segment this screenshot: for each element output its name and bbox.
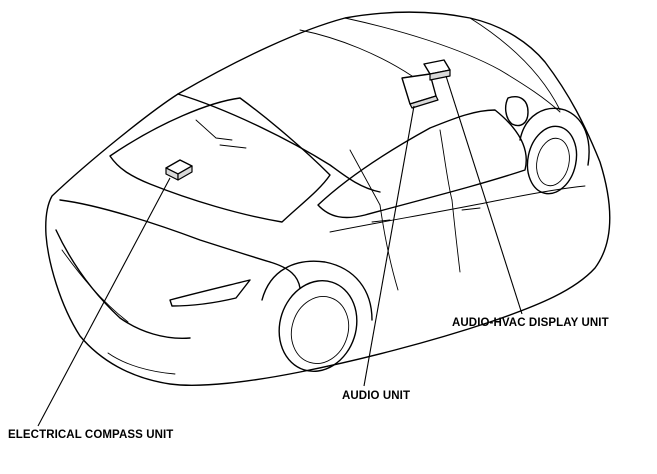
leader-audio-unit [363, 105, 415, 387]
audio-unit-component [401, 73, 439, 109]
audio-unit-label: AUDIO UNIT [342, 390, 411, 402]
audio-hvac-display-unit-component [423, 59, 451, 81]
leader-compass [37, 177, 171, 427]
leader-audio-hvac [445, 75, 523, 315]
audio-hvac-display-unit-label: AUDIO-HVAC DISPLAY UNIT [452, 317, 609, 329]
leader-lines [37, 75, 523, 427]
car-body-outline [45, 11, 611, 386]
electrical-compass-unit-component [165, 159, 193, 181]
electrical-compass-unit-label: ELECTRICAL COMPASS UNIT [8, 429, 174, 441]
